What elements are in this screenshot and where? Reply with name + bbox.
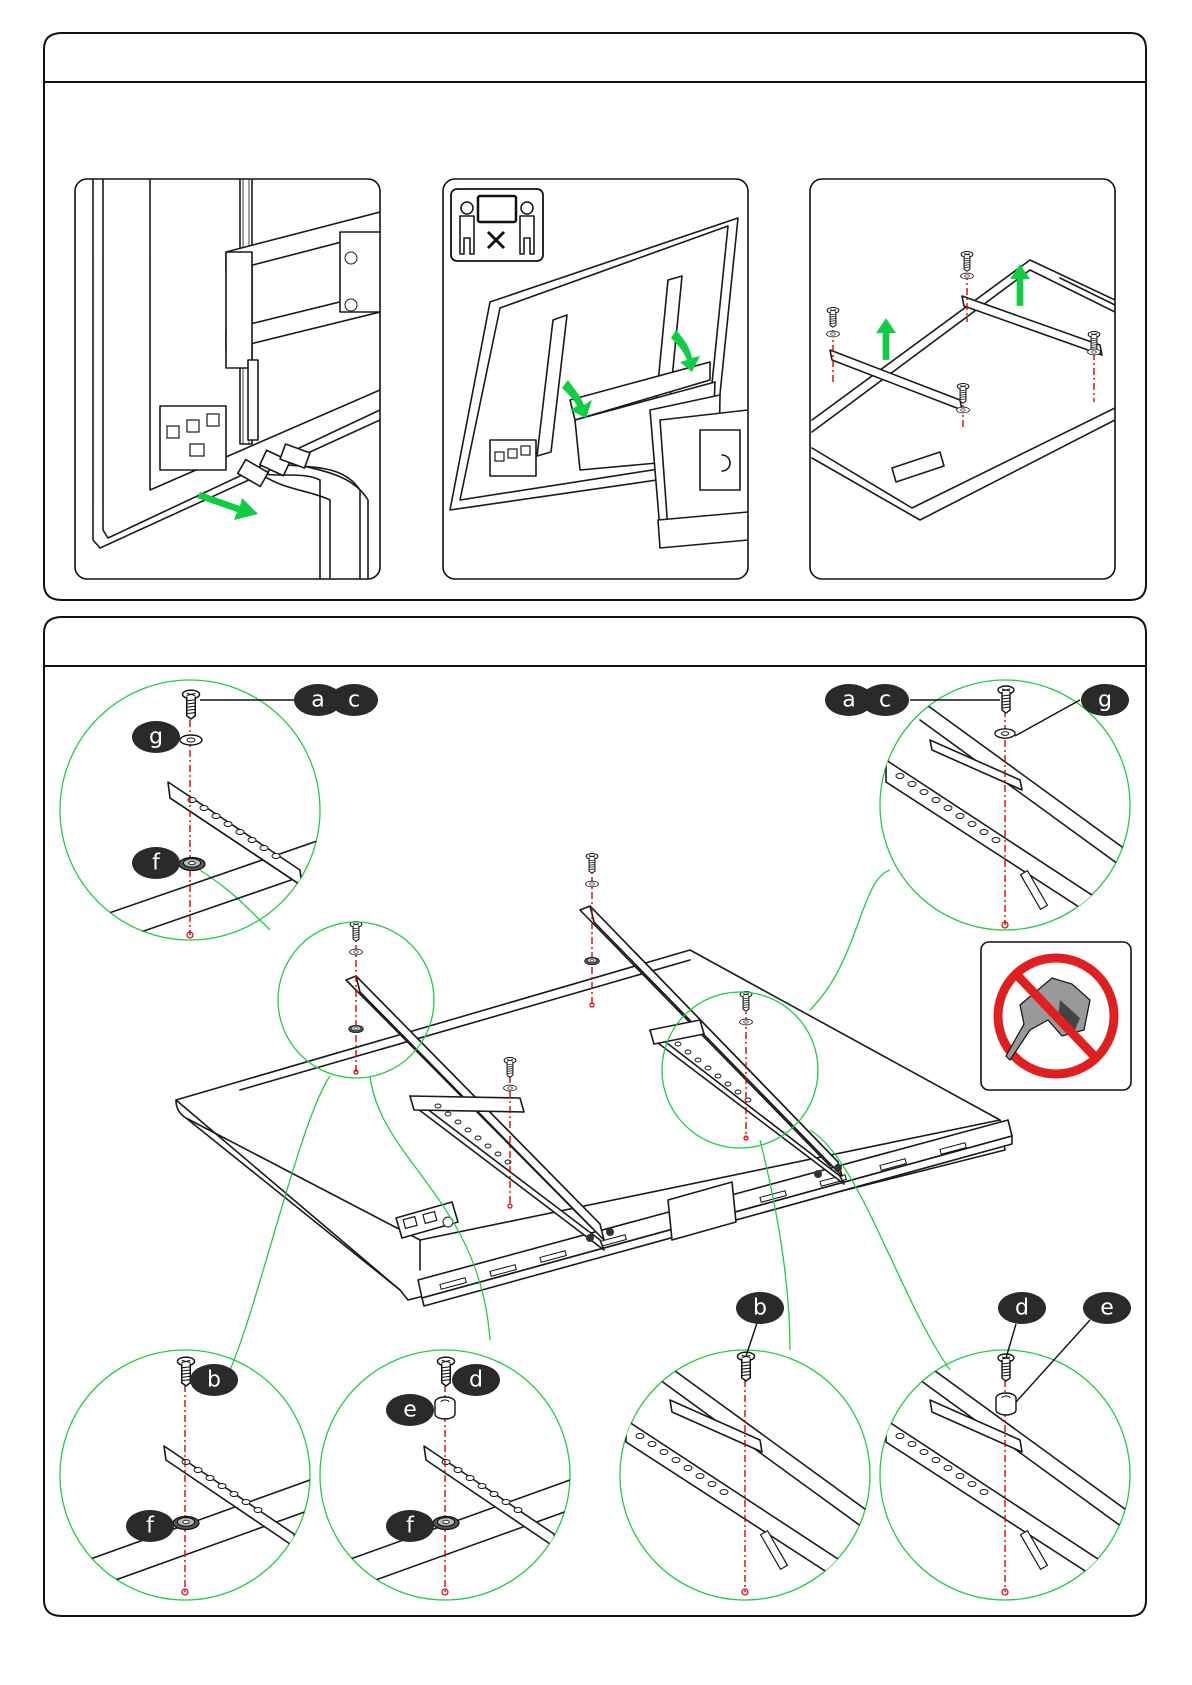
cross-rail: [418, 1120, 1012, 1306]
badge-g: g: [132, 721, 180, 753]
panel-top: [44, 33, 1146, 600]
badge-e: e: [386, 1394, 434, 1426]
callout-badges: a c g f a c g: [126, 684, 1131, 1542]
detail-top-left: [60, 680, 320, 960]
svg-text:a: a: [311, 688, 324, 713]
svg-text:g: g: [1098, 688, 1112, 713]
detail-bottom-4: [880, 1320, 1140, 1600]
two-person-lift-icon: [451, 189, 543, 261]
outlet-panel: [160, 406, 226, 470]
badge-c: c: [861, 684, 909, 716]
no-power-drill-icon: [981, 942, 1131, 1090]
badge-b: b: [736, 1292, 784, 1324]
outlet-panel: [396, 1202, 458, 1238]
step-unplug-cables: [75, 179, 380, 579]
badge-b: b: [190, 1364, 238, 1396]
badge-d: d: [452, 1364, 500, 1396]
badge-c: c: [330, 684, 378, 716]
outlet-panel: [490, 440, 536, 476]
panel-bottom: a c g f a c g: [44, 617, 1146, 1616]
svg-text:d: d: [469, 1368, 483, 1393]
badge-e: e: [1083, 1292, 1131, 1324]
detail-bottom-1: [60, 1350, 310, 1600]
step-remove-brackets: [810, 179, 1115, 579]
badge-f: f: [386, 1510, 434, 1542]
badge-g: g: [1081, 684, 1129, 716]
svg-text:e: e: [403, 1398, 417, 1423]
step-remove-tv: [443, 179, 748, 579]
badge-f: f: [132, 847, 180, 879]
detail-bottom-2: [320, 1350, 570, 1600]
badge-d: d: [998, 1292, 1046, 1324]
svg-text:f: f: [406, 1514, 415, 1539]
svg-text:f: f: [152, 851, 161, 876]
svg-text:e: e: [1100, 1296, 1114, 1321]
svg-text:b: b: [753, 1296, 767, 1321]
svg-text:d: d: [1015, 1296, 1029, 1321]
svg-text:f: f: [146, 1514, 155, 1539]
detail-bottom-3: [620, 1320, 880, 1600]
svg-text:c: c: [879, 688, 891, 713]
svg-text:g: g: [149, 725, 163, 750]
svg-text:a: a: [842, 688, 855, 713]
badge-f: f: [126, 1510, 174, 1542]
detail-top-right: [880, 680, 1140, 940]
svg-text:c: c: [348, 688, 360, 713]
svg-text:b: b: [207, 1368, 221, 1393]
